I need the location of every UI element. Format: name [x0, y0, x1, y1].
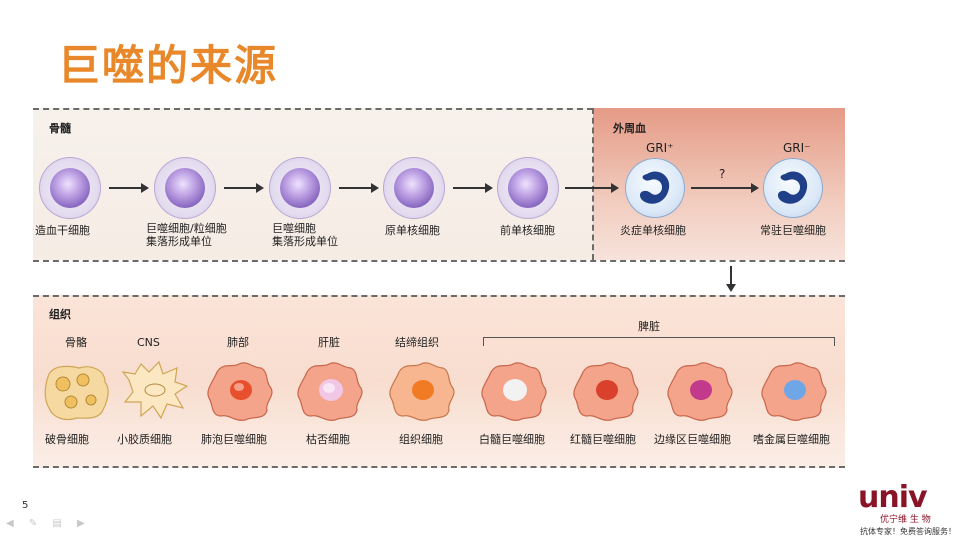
label-kupffer: 枯否细胞 [306, 433, 350, 446]
marker-gr1-pos: GRI⁺ [646, 141, 674, 155]
histiocyte-icon [389, 362, 455, 421]
label-alveolar: 肺泡巨噬细胞 [201, 433, 267, 446]
label-promonocyte: 前单核细胞 [500, 224, 555, 237]
cell-hsc [39, 157, 101, 219]
metallophilic-macrophage-icon [761, 362, 827, 421]
divider-bottom [33, 466, 845, 468]
label-monoblast: 原单核细胞 [385, 224, 440, 237]
white-pulp-macrophage-icon [481, 362, 547, 421]
alveolar-macrophage-icon [207, 362, 273, 421]
organ-lung: 肺部 [227, 336, 249, 349]
marginal-zone-macrophage-icon [667, 362, 733, 421]
arrow-2 [224, 183, 264, 193]
logo-tagline: 抗体专家！免费答询服务！ [860, 527, 956, 536]
company-logo: univ 优宁维 生 物 抗体专家！免费答询服务！ [858, 480, 956, 538]
arrow-down-head [726, 284, 736, 292]
cell-monoblast [383, 157, 445, 219]
macrophage-origin-diagram: 骨髓 外周血 组织 造血干细胞 巨噬细胞/粒细胞 集落形成单位 巨噬细胞 集落形… [33, 108, 845, 468]
logo-chinese-name: 优宁维 生 物 [880, 515, 931, 525]
slide-title: 巨噬的来源 [58, 41, 279, 90]
label-microglia: 小胶质细胞 [117, 433, 172, 446]
cell-m-cfu [269, 157, 331, 219]
organ-cns: CNS [137, 336, 160, 349]
cell-gm-cfu [154, 157, 216, 219]
kidney-nucleus-icon [777, 171, 808, 204]
cell-resident-monocyte [763, 158, 823, 218]
spleen-bracket [483, 337, 835, 346]
cell-inflammatory-monocyte [625, 158, 685, 218]
label-marginal-zone: 边缘区巨噬细胞 [654, 433, 731, 446]
organ-spleen: 脾脏 [638, 320, 660, 333]
organ-liver: 肝脏 [318, 336, 340, 349]
arrow-5 [565, 183, 619, 193]
arrow-down [730, 266, 732, 286]
label-metallophilic: 嗜金属巨噬细胞 [753, 433, 830, 446]
logo-wordmark: univ [858, 480, 928, 515]
label-resident-monocyte: 常驻巨噬细胞 [760, 224, 826, 237]
cell-promonocyte [497, 157, 559, 219]
organ-bone: 骨骼 [65, 336, 87, 349]
label-osteoclast: 破骨细胞 [45, 433, 89, 446]
arrow-1 [109, 183, 149, 193]
arrow-question: ? [719, 167, 726, 181]
osteoclast-cell-icon [44, 365, 109, 421]
kupffer-cell-icon [297, 362, 363, 421]
divider-top [33, 108, 593, 110]
arrow-3 [339, 183, 379, 193]
label-red-pulp: 红髓巨噬细胞 [570, 433, 636, 446]
label-m-cfu: 巨噬细胞 集落形成单位 [272, 222, 338, 248]
arrow-4 [453, 183, 493, 193]
section-peripheral-blood: 外周血 [613, 122, 646, 135]
label-histiocyte: 组织细胞 [399, 433, 443, 446]
kidney-nucleus-icon [639, 171, 670, 204]
section-bone-marrow: 骨髓 [49, 122, 71, 135]
divider-middle [33, 260, 845, 262]
marker-gr1-neg: GRI⁻ [783, 141, 811, 155]
section-tissue: 组织 [49, 308, 71, 321]
red-pulp-macrophage-icon [573, 362, 639, 421]
label-inflammatory-monocyte: 炎症单核细胞 [620, 224, 686, 237]
label-white-pulp: 白髓巨噬细胞 [479, 433, 545, 446]
label-hsc: 造血干细胞 [35, 224, 90, 237]
microglia-cell-icon [121, 360, 189, 420]
divider-tissue-top [33, 295, 845, 297]
organ-connective: 结缔组织 [395, 336, 439, 349]
label-gm-cfu: 巨噬细胞/粒细胞 集落形成单位 [146, 222, 227, 248]
slide-number: 5 [22, 500, 29, 511]
arrow-blood [691, 183, 759, 193]
divider-vertical [592, 108, 594, 260]
slideshow-nav[interactable]: ◀ ✎ ▤ ▶ [6, 518, 91, 529]
